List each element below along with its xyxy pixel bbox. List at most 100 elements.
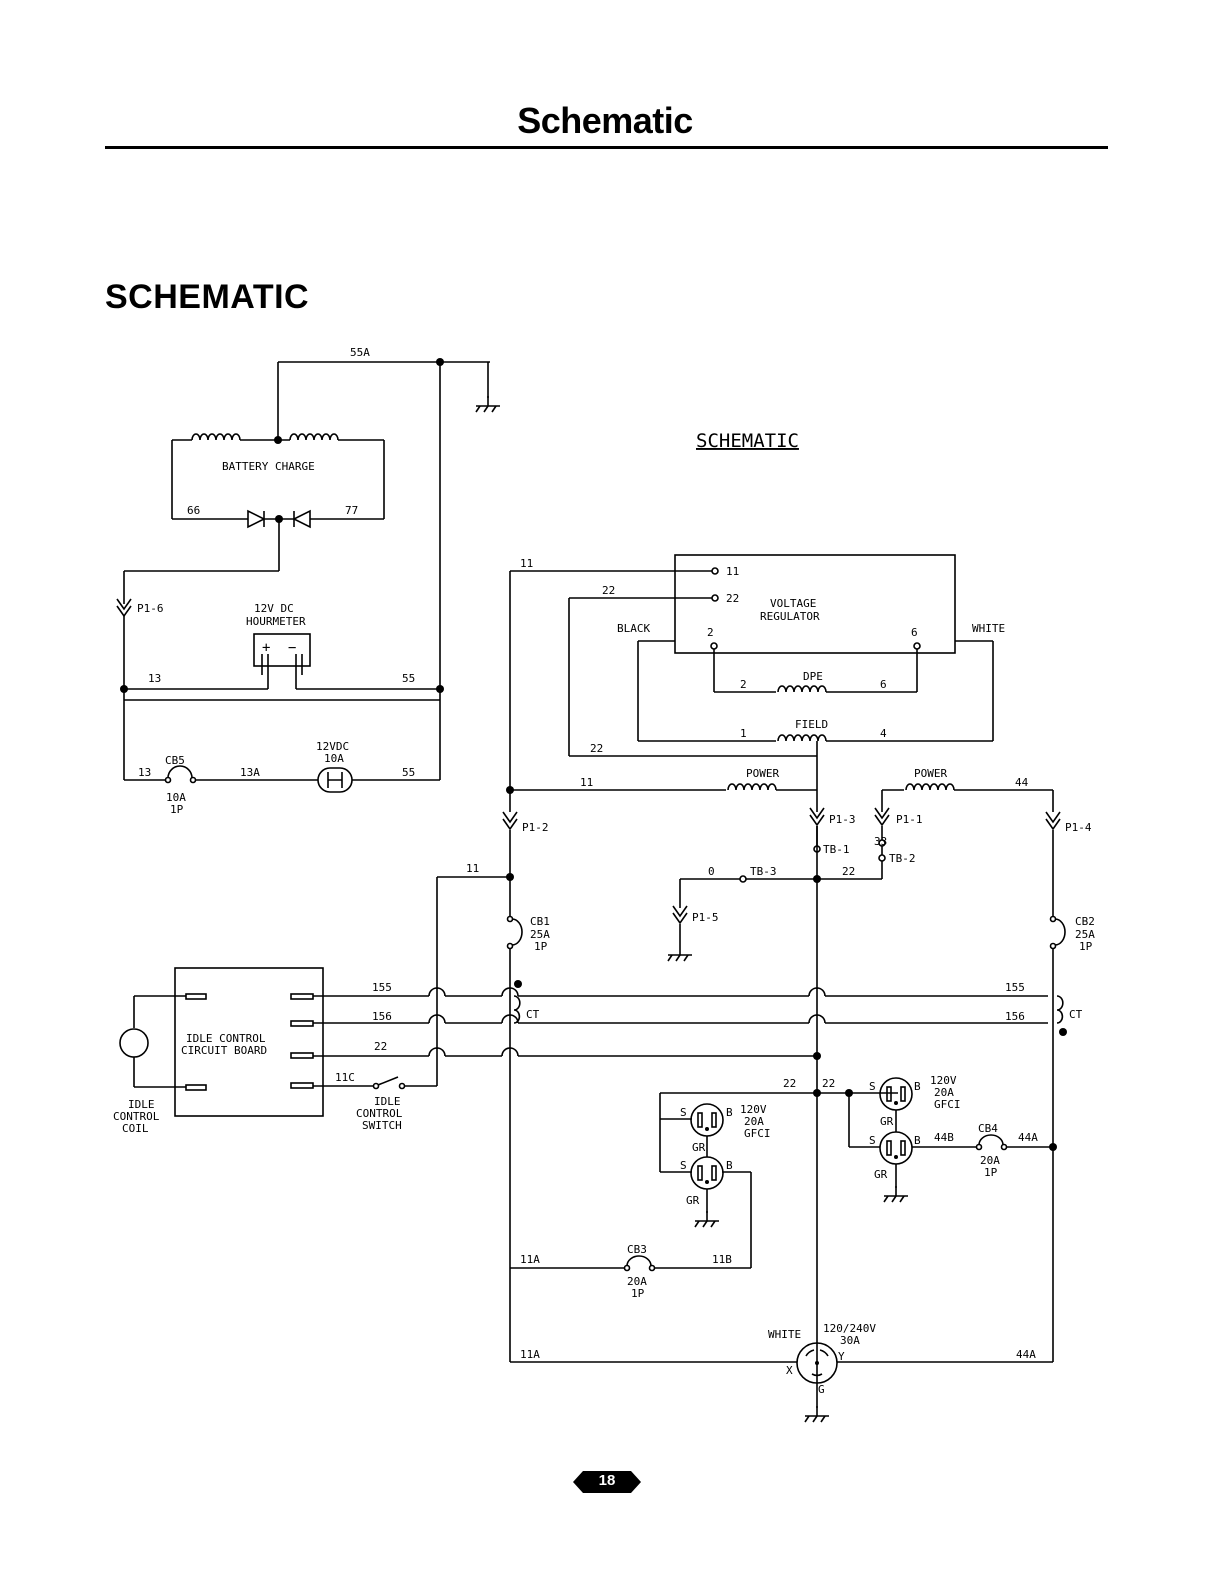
wire-label: 22: [842, 865, 855, 878]
cb2-label: CB2: [1075, 915, 1095, 928]
wire-label: 6: [880, 678, 887, 691]
outlet-label: 30A: [840, 1334, 860, 1347]
minus-sign: −: [288, 640, 296, 656]
wire-label: 11A: [520, 1253, 540, 1266]
connector-label: P1-6: [137, 602, 164, 615]
wire-label: 22: [783, 1077, 796, 1090]
pin-label: B: [726, 1106, 733, 1119]
wire-label: 33: [874, 835, 887, 848]
wire-label: 1: [740, 727, 747, 740]
white-label: WHITE: [768, 1328, 801, 1341]
pin-label: S: [869, 1080, 876, 1093]
diagram-heading: SCHEMATIC: [696, 430, 799, 452]
hourmeter: [253, 633, 311, 667]
gfci-label: 20A: [934, 1086, 954, 1099]
switch-label: CONTROL: [356, 1107, 403, 1120]
page-number-badge: [573, 1471, 641, 1493]
pin-label: GR: [880, 1115, 894, 1128]
duplex-outlet-right: [879, 1131, 913, 1165]
gfci-label: 120V: [930, 1074, 957, 1087]
terminal-label: 2: [707, 626, 714, 639]
wire-label: 55A: [350, 346, 370, 359]
idle-control-board: [174, 967, 324, 1117]
cb5-poles: 1P: [170, 803, 184, 816]
wire-label: 13A: [240, 766, 260, 779]
pin-label: S: [869, 1134, 876, 1147]
title-rule: [105, 146, 1108, 149]
cb4-rating: 20A: [980, 1154, 1000, 1167]
wire-label: 155: [1005, 981, 1025, 994]
fuse-label: 12VDC: [316, 740, 349, 753]
wire-label: 0: [708, 865, 715, 878]
wire-label: 13: [138, 766, 151, 779]
cb5-rating: 10A: [166, 791, 186, 804]
wire-label: 11: [520, 557, 533, 570]
connector-label: TB-3: [750, 865, 777, 878]
pin-label: G: [818, 1383, 825, 1396]
wire-label: 22: [602, 584, 615, 597]
cb1-poles: 1P: [534, 940, 548, 953]
white-label: WHITE: [972, 622, 1005, 635]
receptacles: 22 22 S B GR S B GR 120V 20A GFCI 11A 11…: [510, 1074, 1057, 1423]
cb4-label: CB4: [978, 1122, 998, 1135]
idle-board-label: IDLE CONTROL: [186, 1032, 266, 1045]
switch-label: IDLE: [374, 1095, 401, 1108]
battery-charge-label: BATTERY CHARGE: [222, 460, 315, 473]
fuse-rating: 10A: [324, 752, 344, 765]
outlet-label: 120/240V: [823, 1322, 876, 1335]
pin-label: Y: [838, 1350, 845, 1363]
pin-label: S: [680, 1159, 687, 1172]
wire-label: 13: [148, 672, 161, 685]
connector-label: P1-5: [692, 911, 719, 924]
black-label: BLACK: [617, 622, 650, 635]
cb1-rating: 25A: [530, 928, 550, 941]
cb3-poles: 1P: [631, 1287, 645, 1300]
page-title: Schematic: [517, 100, 693, 141]
wire-label: 156: [372, 1010, 392, 1023]
generator-windings: VOLTAGE REGULATOR 11 22 11 22 22 2 6 DPE…: [506, 554, 1054, 812]
cb5-label: CB5: [165, 754, 185, 767]
cb2-poles: 1P: [1079, 940, 1093, 953]
cb2-rating: 25A: [1075, 928, 1095, 941]
wire-label: 22: [822, 1077, 835, 1090]
field-label: FIELD: [795, 718, 828, 731]
ct-label: CT: [526, 1008, 540, 1021]
battery-charge-circuit: 55A BATTERY CHARGE 66 77 P1-6 12V DC HOU…: [116, 346, 501, 816]
output-circuit: 11 CB1 25A 1P CB2 25A 1P: [437, 826, 1095, 1408]
wire-label: 44: [1015, 776, 1029, 789]
twist-lock-outlet: [796, 1342, 838, 1384]
wire-label: 11A: [520, 1348, 540, 1361]
idle-control: IDLE CONTROL CIRCUIT BOARD IDLE CONTROL …: [113, 877, 1083, 1135]
pin-label: GR: [692, 1141, 706, 1154]
idle-board-label: CIRCUIT BOARD: [181, 1044, 267, 1057]
hourmeter-label: HOURMETER: [246, 615, 306, 628]
wire-label: 22: [374, 1040, 387, 1053]
terminal-label: 6: [911, 626, 918, 639]
coil-label: IDLE: [128, 1098, 155, 1111]
wire-label: 2: [740, 678, 747, 691]
wire-label: 66: [187, 504, 200, 517]
connector-label: TB-1: [823, 843, 850, 856]
voltage-regulator: [674, 554, 956, 654]
wire-label: 22: [590, 742, 603, 755]
gfci-label: GFCI: [744, 1127, 771, 1140]
wire-label: 11C: [335, 1071, 355, 1084]
connector-label: P1-3: [829, 813, 856, 826]
section-title: SCHEMATIC: [105, 278, 310, 316]
cb3-rating: 20A: [627, 1275, 647, 1288]
cb1-label: CB1: [530, 915, 550, 928]
gfci-label: GFCI: [934, 1098, 961, 1111]
wire-label: 44B: [934, 1131, 954, 1144]
plus-sign: +: [262, 640, 270, 656]
terminal-label: 22: [726, 592, 739, 605]
gfci-label: 120V: [740, 1103, 767, 1116]
pin-label: B: [914, 1134, 921, 1147]
wire-label: 77: [345, 504, 358, 517]
wire-label: 11: [466, 862, 479, 875]
wire-label: 11B: [712, 1253, 732, 1266]
wire-label: 155: [372, 981, 392, 994]
cb4-poles: 1P: [984, 1166, 998, 1179]
pin-label: S: [680, 1106, 687, 1119]
gfci-outlet-left: [690, 1103, 724, 1137]
